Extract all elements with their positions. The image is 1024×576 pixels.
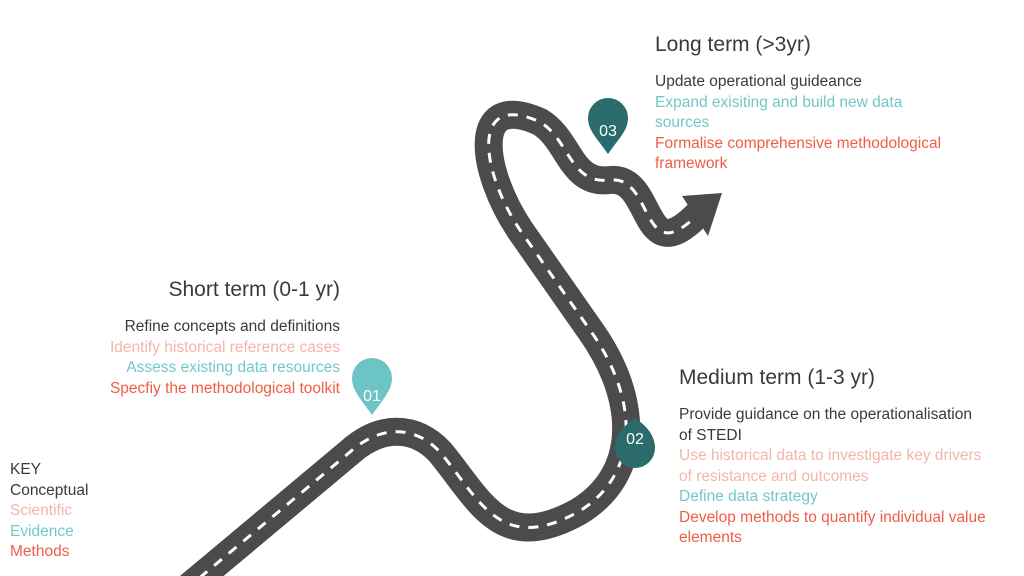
short-term-title: Short term (0-1 yr): [168, 278, 340, 301]
medium-term-item-evidence: Define data strategy: [679, 488, 818, 505]
marker-01: 01: [352, 358, 392, 415]
map-pin-icon: [615, 418, 655, 468]
road-arrow-head: [682, 193, 722, 236]
short-term-item-scientific: Identify historical reference cases: [109, 338, 340, 356]
marker-01-label: 01: [363, 388, 381, 405]
long-term-item-methods: Formalise comprehensive methodological f…: [655, 134, 942, 173]
long-term-item-evidence: Expand exisiting and build new data sour…: [655, 93, 903, 132]
long-term-item-conceptual: Update operational guideance: [655, 73, 862, 90]
key-title: KEY: [10, 461, 42, 478]
medium-term-item-conceptual: Provide guidance on the operationalisati…: [679, 406, 972, 444]
medium-term-item-methods: Develop methods to quantify individual v…: [679, 508, 986, 547]
long-term-title: Long term (>3yr): [655, 33, 811, 56]
key-conceptual: Conceptual: [10, 481, 89, 499]
medium-term-item-scientific: Use historical data to investigate key d…: [679, 447, 982, 485]
marker-02-label: 02: [626, 431, 644, 448]
marker-03: 03: [588, 98, 628, 154]
short-term-block: Short term (0-1 yr) Refine concepts and …: [40, 277, 340, 399]
key-scientific: Scientific: [10, 502, 73, 519]
marker-03-label: 03: [599, 123, 617, 140]
key-evidence: Evidence: [10, 522, 74, 540]
marker-02: 02: [615, 418, 655, 468]
long-term-block: Long term (>3yr) Update operational guid…: [655, 32, 945, 175]
winding-road: [179, 100, 711, 576]
medium-term-block: Medium term (1-3 yr) Provide guidance on…: [679, 365, 989, 549]
short-term-item-conceptual: Refine concepts and definitions: [124, 318, 340, 335]
short-term-item-evidence: Assess existing data resources: [126, 359, 340, 376]
short-term-item-methods: Specfiy the methodological toolkit: [109, 379, 340, 397]
key-methods: Methods: [10, 543, 70, 560]
map-pin-icon: [352, 358, 392, 415]
key-legend: KEY Conceptual Scientific Evidence Metho…: [10, 460, 88, 563]
map-pin-icon: [588, 98, 628, 154]
medium-term-title: Medium term (1-3 yr): [679, 366, 876, 389]
